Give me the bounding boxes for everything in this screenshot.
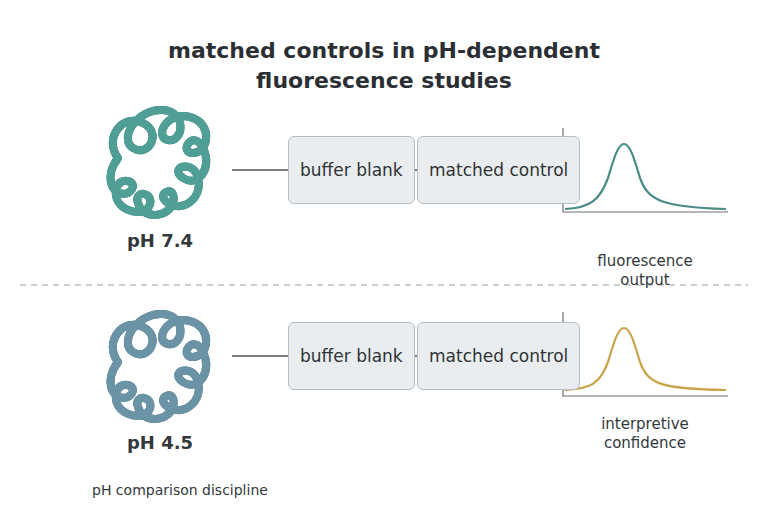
process-box: matched control xyxy=(417,322,580,390)
ph-label: pH 7.4 xyxy=(95,230,225,253)
box-label: buffer blank xyxy=(300,160,403,180)
box-label: buffer blank xyxy=(300,346,403,366)
confidence-chart xyxy=(563,312,728,396)
protein-ribbon xyxy=(111,314,207,419)
box-label: matched control xyxy=(429,346,568,366)
footnote: pH comparison discipline xyxy=(92,482,312,500)
protein-ribbon xyxy=(111,110,207,215)
link-line xyxy=(232,169,288,171)
link-line xyxy=(232,355,288,357)
process-box: matched control xyxy=(417,136,580,204)
ph-label: pH 4.5 xyxy=(95,432,225,455)
chart-label: fluorescence output xyxy=(575,252,715,290)
box-label: matched control xyxy=(429,160,568,180)
diagram-title: matched controls in pH-dependent fluores… xyxy=(154,36,614,95)
process-box: buffer blank xyxy=(288,136,415,204)
fluorescence-chart xyxy=(563,128,728,212)
chart-label: interpretive confidence xyxy=(565,415,725,453)
process-box: buffer blank xyxy=(288,322,415,390)
